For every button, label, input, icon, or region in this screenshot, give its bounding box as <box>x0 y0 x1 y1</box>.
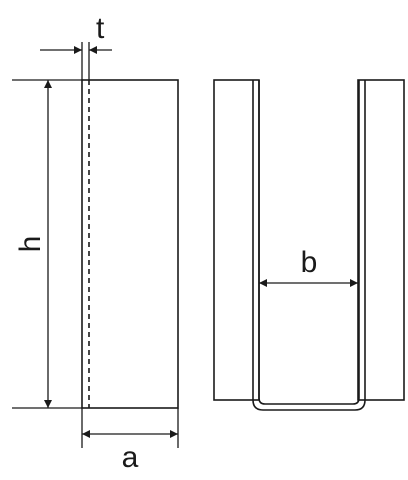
dimension-h <box>12 79 82 409</box>
panel-outline <box>81 79 179 409</box>
u-strip-inner <box>258 80 360 405</box>
u-strip-outer <box>252 80 366 411</box>
u-assembly <box>213 79 405 411</box>
dimension-a <box>81 408 179 448</box>
label-h: h <box>14 236 47 253</box>
right-side-panel <box>357 79 405 401</box>
flat-panel <box>81 79 179 409</box>
label-t: t <box>96 12 105 45</box>
dimension-t <box>40 42 112 80</box>
label-a: a <box>122 441 139 474</box>
label-b: b <box>301 246 318 279</box>
